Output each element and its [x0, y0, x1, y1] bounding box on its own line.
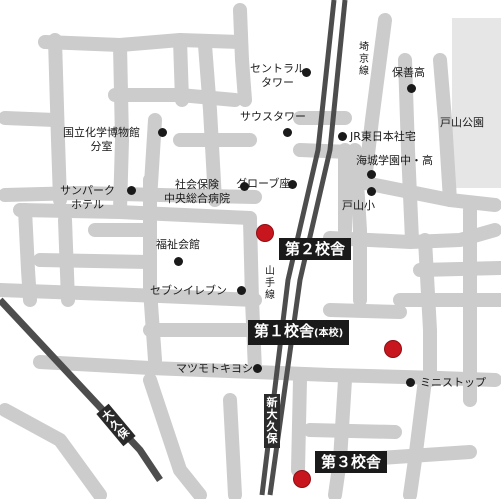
sunpark-hotel-label: サンパークホテル — [60, 184, 115, 211]
south-tower-label: サウスタワー — [240, 110, 306, 123]
saikyo-line-label: 埼京線 — [359, 42, 369, 77]
campus-2-name: 第２校舎 — [285, 240, 346, 258]
jr-housing-label: JR東日本社宅 — [350, 130, 416, 143]
globe-label: グローブ座 — [236, 177, 291, 190]
welfare-hall-dot — [174, 257, 183, 266]
campus-2-label[interactable]: 第２校舎 — [279, 238, 352, 260]
hozen-high-label: 保善高 — [392, 66, 425, 79]
shin-okubo-station-label: 新大久保 — [264, 394, 280, 448]
road-network — [0, 3, 501, 499]
central-tower-dot — [302, 68, 311, 77]
campus-2-pin[interactable] — [256, 224, 274, 242]
hozen-high-dot — [407, 84, 416, 93]
rail-lines — [0, 0, 348, 496]
jr-housing-dot — [338, 132, 347, 141]
kaijo-school-dot — [367, 170, 376, 179]
south-tower-dot — [283, 128, 292, 137]
campus-1-pin[interactable] — [384, 340, 402, 358]
seven-eleven-label: セブンイレブン — [150, 284, 227, 297]
toyama-park-area — [452, 18, 501, 188]
seven-eleven-dot — [237, 286, 246, 295]
yamanote-line-label: 山手線 — [265, 266, 275, 301]
kaijo-school-label: 海城学園中・高 — [356, 154, 433, 167]
toyama-elementary-dot — [367, 187, 376, 196]
chemistry-museum-label: 国立化学博物館分室 — [63, 126, 140, 153]
chemistry-museum-dot — [158, 128, 167, 137]
campus-1-name: 第１校舎 — [254, 322, 315, 340]
campus-1-sub: (本校) — [314, 328, 344, 339]
campus-3-label[interactable]: 第３校舎 — [315, 451, 388, 473]
toyama-park-label: 戸山公園 — [440, 116, 484, 129]
ministop-dot — [406, 378, 415, 387]
hospital-dot — [240, 182, 249, 191]
campus-3-name: 第３校舎 — [321, 453, 382, 471]
central-tower-label: セントラルタワー — [250, 62, 305, 89]
campus-3-pin[interactable] — [293, 470, 311, 488]
hospital-label: 社会保険中央総合病院 — [164, 178, 230, 205]
welfare-hall-label: 福祉会館 — [156, 238, 200, 251]
matsumoto-kiyoshi-label: マツモトキヨシ — [176, 362, 253, 375]
ministop-label: ミニストップ — [420, 376, 486, 389]
matsumoto-kiyoshi-dot — [253, 364, 262, 373]
campus-1-label[interactable]: 第１校舎(本校) — [248, 320, 350, 345]
globe-dot — [288, 180, 297, 189]
sunpark-hotel-dot — [127, 186, 136, 195]
toyama-elementary-label: 戸山小 — [342, 199, 375, 212]
